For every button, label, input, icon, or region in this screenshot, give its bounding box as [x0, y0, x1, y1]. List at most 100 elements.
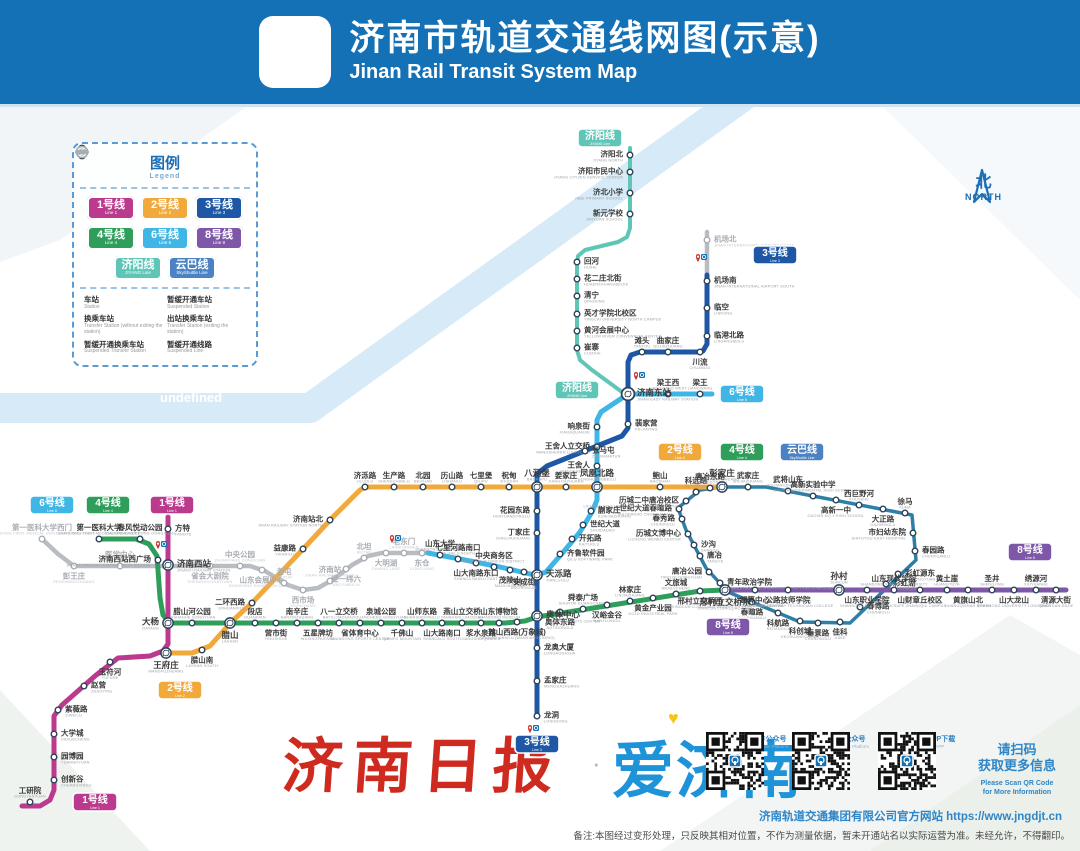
svg-text:春博路: 春博路 [867, 601, 890, 611]
svg-text:8号线: 8号线 [715, 618, 741, 631]
svg-text:HUAYUANDONGLU: HUAYUANDONGLU [493, 515, 530, 519]
station-dot [587, 507, 595, 515]
svg-text:山大路南口: 山大路南口 [423, 628, 461, 638]
svg-text:YINGCAI UNIVERSITY NORTH CAMPU: YINGCAI UNIVERSITY NORTH CAMPUS [584, 318, 662, 322]
station-dot [299, 586, 307, 594]
station-dot [774, 609, 782, 617]
station-dot [248, 599, 256, 607]
svg-text:PENGJIAZHUANG: PENGJIAZHUANG [705, 478, 740, 482]
station-dot [593, 443, 601, 451]
transfer-station-icon [833, 584, 845, 596]
station-dot [573, 327, 581, 335]
station-dot [624, 420, 632, 428]
svg-text:SHANDONG XIANDAI UNIVERSITY: SHANDONG XIANDAI UNIVERSITY [860, 583, 928, 587]
transfer-station-icon [224, 617, 236, 629]
svg-text:LINGANGBEILU: LINGANGBEILU [714, 340, 745, 344]
svg-text:Line 6: Line 6 [737, 398, 747, 402]
svg-text:济南西站西广场: 济南西站西广场 [99, 554, 152, 564]
svg-text:腊山: 腊山 [221, 630, 238, 640]
svg-text:山师东路: 山师东路 [407, 606, 437, 616]
svg-text:PEIJIAYING: PEIJIAYING [635, 428, 658, 432]
svg-text:XISHICHANG: XISHICHANG [290, 604, 316, 608]
svg-text:SHANDONG YOUTH UNIVERSITY OF P: SHANDONG YOUTH UNIVERSITY OF POLITICAL S… [727, 587, 841, 591]
svg-text:裴家营: 裴家营 [634, 418, 658, 428]
line-path-line4 [96, 536, 728, 626]
svg-text:XIJUYEHE: XIJUYEHE [849, 498, 869, 502]
svg-text:济北小学: 济北小学 [593, 187, 623, 197]
svg-text:汉峪金谷: 汉峪金谷 [592, 610, 622, 620]
svg-text:LINKONG: LINKONG [714, 312, 733, 316]
location-pin-icon [389, 535, 401, 543]
station-dot [198, 646, 206, 654]
station-dot [890, 586, 898, 594]
station-dot [626, 151, 634, 159]
svg-text:HUANGTUYA: HUANGTUYA [934, 583, 960, 587]
station-dot [894, 570, 902, 578]
station-dot [454, 555, 462, 563]
disclaimer-note: 备注:本图经过变形处理，只反映其相对位置，不作为测量依据，暂未开通站名以实际运营… [573, 831, 1070, 842]
station-dot [280, 579, 288, 587]
svg-text:Line 3: Line 3 [770, 259, 780, 263]
station-dot [814, 619, 822, 627]
station-dot [236, 562, 244, 570]
station-dot [154, 556, 162, 564]
svg-text:段店: 段店 [248, 606, 263, 616]
station-dot [626, 210, 634, 218]
svg-text:CHUNXIULU: CHUNXIULU [651, 523, 675, 527]
svg-text:6号线: 6号线 [39, 496, 65, 509]
svg-text:XINGCUN LIJIAOQIAO EAST: XINGCUN LIJIAOQIAO EAST [697, 607, 753, 611]
svg-text:邢村立交桥东: 邢村立交桥东 [698, 597, 751, 607]
svg-text:济南西站: 济南西站 [177, 559, 212, 569]
north-indicator: 北 NORTH [965, 168, 1002, 204]
station-dot [342, 565, 350, 573]
station-dot [690, 541, 698, 549]
transfer-station-icon [531, 481, 543, 493]
station-dot [581, 447, 589, 455]
svg-text:机场南: 机场南 [714, 275, 737, 285]
svg-text:益康路: 益康路 [274, 543, 297, 553]
station-dot [419, 483, 427, 491]
svg-text:SUFE ZHANGQIU CAMPUS: SUFE ZHANGQIU CAMPUS [894, 604, 947, 608]
station-dot [784, 487, 792, 495]
station-dot [603, 601, 611, 609]
station-dot [703, 304, 711, 312]
station-dot [513, 618, 521, 626]
page-title: 济南市轨道交通线网图(示意) [349, 19, 821, 59]
station-dot [593, 423, 601, 431]
svg-text:高新实验中学: 高新实验中学 [791, 479, 836, 489]
svg-text:蒯家庄: 蒯家庄 [598, 505, 621, 515]
svg-text:JIYANG Line: JIYANG Line [567, 394, 588, 398]
station-dot [751, 586, 759, 594]
svg-text:历山路: 历山路 [441, 470, 464, 480]
svg-text:MAOLINGSHAN: MAOLINGSHAN [495, 584, 525, 588]
qr-metro-public-platform: 济南地铁官方公众号 Jinan Metro Official Public Pl… [792, 732, 876, 790]
station-dot [360, 554, 368, 562]
svg-text:山财章丘校区: 山财章丘校区 [898, 595, 943, 605]
station-dot [836, 618, 844, 626]
station-dot [377, 619, 385, 627]
svg-text:龙奥大厦: 龙奥大厦 [544, 642, 574, 652]
svg-text:QINGNING: QINGNING [584, 300, 605, 304]
svg-text:QUJIAZHUANG: QUJIAZHUANG [653, 345, 682, 349]
svg-text:云巴线: 云巴线 [787, 443, 817, 456]
svg-text:YELLOW RIVER CONVENTION CENTER: YELLOW RIVER CONVENTION CENTER [584, 335, 662, 339]
